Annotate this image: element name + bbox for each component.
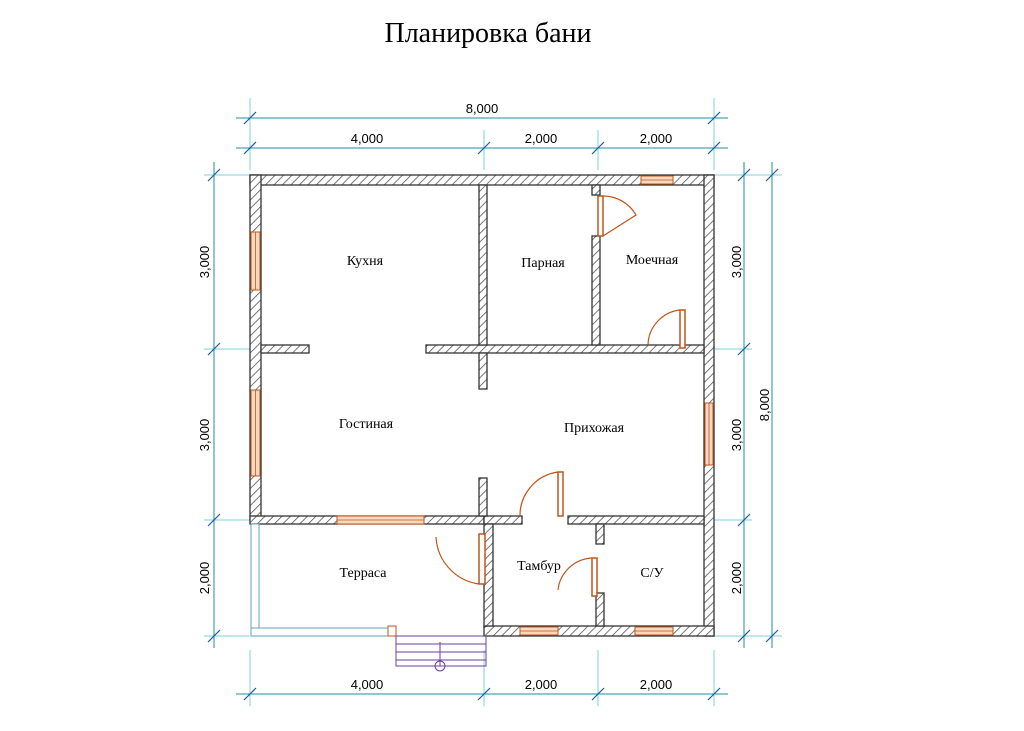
terrace-railing: [250, 523, 397, 637]
entry-stairs: [395, 635, 487, 672]
room-label-terrace: Терраса: [339, 566, 387, 581]
room-label-vestibule: Тамбур: [517, 559, 561, 574]
door-hallway: [519, 471, 564, 517]
dim-right-2: 3,000: [729, 419, 744, 452]
dim-bottom-2: 2,000: [525, 677, 558, 692]
doors: [435, 195, 686, 597]
dim-bottom-1: 4,000: [351, 677, 384, 692]
wall-bottom: [483, 625, 715, 637]
dimensions-bottom: 4,000 2,000 2,000: [236, 650, 728, 706]
room-label-kitchen: Кухня: [347, 254, 384, 269]
wall-kitchen-living-left: [260, 344, 310, 354]
door-terrace: [435, 533, 486, 585]
dim-top-1: 4,000: [351, 131, 384, 146]
wall-living-hall-lower: [478, 477, 488, 517]
dim-top-total: 8,000: [466, 101, 499, 116]
door-wash-hall: [647, 309, 686, 349]
wall-living-hall-upper: [478, 352, 488, 390]
room-label-bathroom: С/У: [640, 566, 663, 581]
door-wash-room: [597, 195, 637, 237]
wall-kitchen-steam: [478, 184, 488, 346]
wall-steam-wash: [591, 235, 601, 346]
dimensions-top: 8,000 4,000 2,000 2,000: [236, 98, 728, 170]
room-label-wash-room: Моечная: [626, 253, 679, 268]
dim-left-1: 3,000: [197, 246, 212, 279]
wall-steam-wash-top: [591, 184, 601, 196]
room-label-steam-room: Парная: [521, 256, 565, 271]
dimensions-right: 3,000 3,000 2,000 8,000: [714, 162, 782, 648]
wall-hall-bathroom: [567, 515, 705, 525]
room-label-hallway: Прихожая: [564, 421, 625, 436]
dim-right-1: 3,000: [729, 246, 744, 279]
wall-hall-vestibule-left: [483, 515, 523, 525]
dim-top-2: 2,000: [525, 131, 558, 146]
terrace-rail-bottom: [250, 627, 392, 637]
terrace-rail-left: [250, 523, 260, 637]
dim-right-total: 8,000: [757, 389, 772, 422]
windows: [250, 175, 714, 636]
dim-right-3: 2,000: [729, 562, 744, 595]
dimensions-left: 3,000 3,000 2,000: [197, 162, 250, 648]
wall-kitchen-hall: [425, 344, 705, 354]
dim-left-2: 3,000: [197, 419, 212, 452]
wall-vestibule-bath: [595, 592, 605, 627]
dim-top-3: 2,000: [640, 131, 673, 146]
room-labels: Кухня Парная Моечная Гостиная Прихожая Т…: [339, 253, 679, 581]
wall-vestibule-bath-top: [595, 523, 605, 545]
room-label-living-room: Гостиная: [339, 417, 394, 432]
page-title: Планировка бани: [384, 18, 592, 49]
dim-bottom-3: 2,000: [640, 677, 673, 692]
door-bathroom: [557, 557, 598, 597]
dim-left-3: 2,000: [197, 562, 212, 595]
